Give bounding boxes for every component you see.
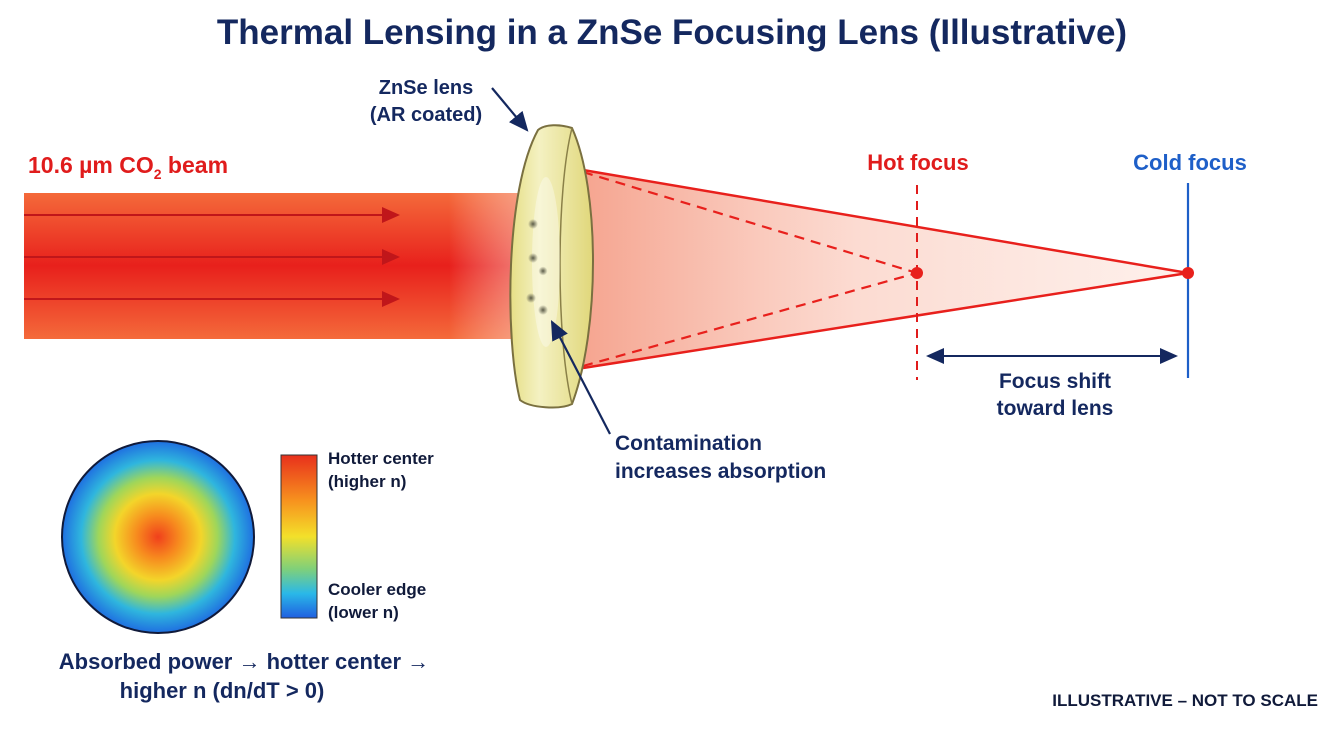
- contamination-label-line2: increases absorption: [615, 460, 826, 483]
- cool-scale-label-line1: Cooler edge: [328, 580, 426, 599]
- thermal-caption-line2: higher n (dn/dT > 0): [120, 678, 325, 703]
- hot-focus-cone: [582, 170, 918, 368]
- lens-pointer-arrow: [491, 87, 529, 132]
- focus-shift-label-line1: Focus shift: [999, 370, 1111, 393]
- contamination-spot: [538, 305, 548, 315]
- cold-focus-label: Cold focus: [1133, 150, 1247, 175]
- hot-scale-label-line1: Hotter center: [328, 449, 434, 468]
- lens-label-line2: (AR coated): [370, 104, 482, 126]
- temperature-color-bar: [280, 454, 318, 619]
- thermal-map: Hotter center (higher n) Cooler edge (lo…: [59, 440, 434, 703]
- hot-ray-top: [582, 170, 918, 275]
- beam-label: 10.6 µm CO2 beam: [28, 152, 228, 182]
- contamination-spot: [528, 219, 538, 229]
- hot-ray-bottom: [582, 271, 918, 368]
- lens-temperature-disc: [61, 440, 255, 634]
- cold-focus-point: [1182, 267, 1194, 279]
- cool-scale-label-line2: (lower n): [328, 603, 399, 622]
- contamination-spot: [526, 293, 536, 303]
- page-title: Thermal Lensing in a ZnSe Focusing Lens …: [217, 13, 1127, 52]
- beam-edge-fade: [24, 193, 524, 339]
- co2-beam: [24, 193, 524, 339]
- lens-label-line1: ZnSe lens: [379, 77, 473, 99]
- contamination-spot: [528, 253, 538, 263]
- cold-ray-bottom: [582, 271, 1189, 370]
- hot-focus-label: Hot focus: [867, 150, 968, 175]
- cold-ray-top: [582, 168, 1189, 275]
- contamination-pointer-arrow: [550, 320, 611, 435]
- thermal-caption-line1: Absorbed power → hotter center →: [59, 649, 429, 674]
- cone-fill: [583, 170, 1188, 368]
- hot-scale-label-line2: (higher n): [328, 472, 406, 491]
- hot-focus-point: [911, 267, 923, 279]
- contamination-spot: [538, 266, 548, 276]
- contamination-label-line1: Contamination: [615, 432, 762, 455]
- znse-lens: [509, 124, 594, 409]
- lens-rim: [559, 127, 573, 405]
- lens-highlight: [532, 177, 560, 347]
- focus-shift-label-line2: toward lens: [997, 397, 1114, 420]
- cold-focus-cone: [582, 168, 1189, 370]
- not-to-scale-note: ILLUSTRATIVE – NOT TO SCALE: [1052, 691, 1318, 710]
